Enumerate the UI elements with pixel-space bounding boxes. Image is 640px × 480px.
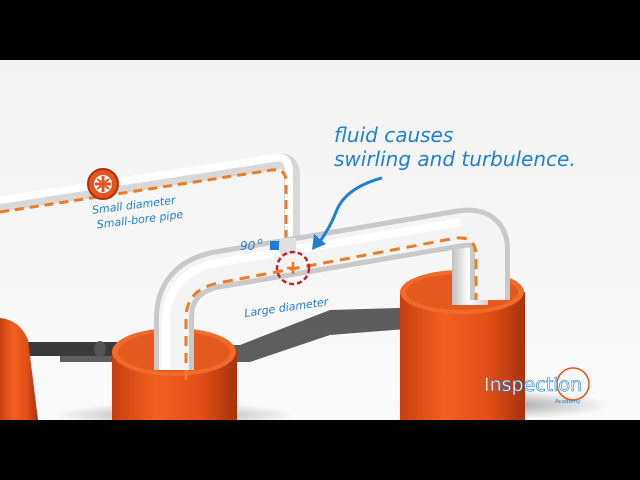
logo-sub: Academy — [555, 399, 581, 405]
annotation-line-1: fluid causes — [334, 123, 453, 147]
valve-icon — [87, 168, 119, 200]
large-pipe-flow-line — [184, 236, 478, 380]
logo-name: Inspection — [484, 374, 582, 396]
pipe-junction — [280, 238, 296, 254]
circle-ring-icon — [556, 367, 590, 401]
background-pipe-joint — [94, 341, 106, 357]
curved-arrow-icon — [312, 176, 383, 250]
angle-value: 90 — [240, 239, 256, 253]
crosshair-circle-icon — [275, 250, 311, 286]
small-pipe-flow-line — [0, 168, 288, 250]
top-letterbox — [0, 0, 640, 60]
large-diameter-pipe — [154, 207, 510, 370]
angle-unit: o — [257, 237, 263, 247]
angle-marker — [270, 241, 279, 250]
inspection-academy-logo: Inspection Academy — [484, 367, 590, 405]
annotation-line-2: swirling and turbulence. — [334, 147, 576, 171]
small-bore-pipe-highlight — [0, 153, 293, 254]
tank-far-left — [0, 318, 38, 420]
bottom-letterbox — [0, 420, 640, 480]
